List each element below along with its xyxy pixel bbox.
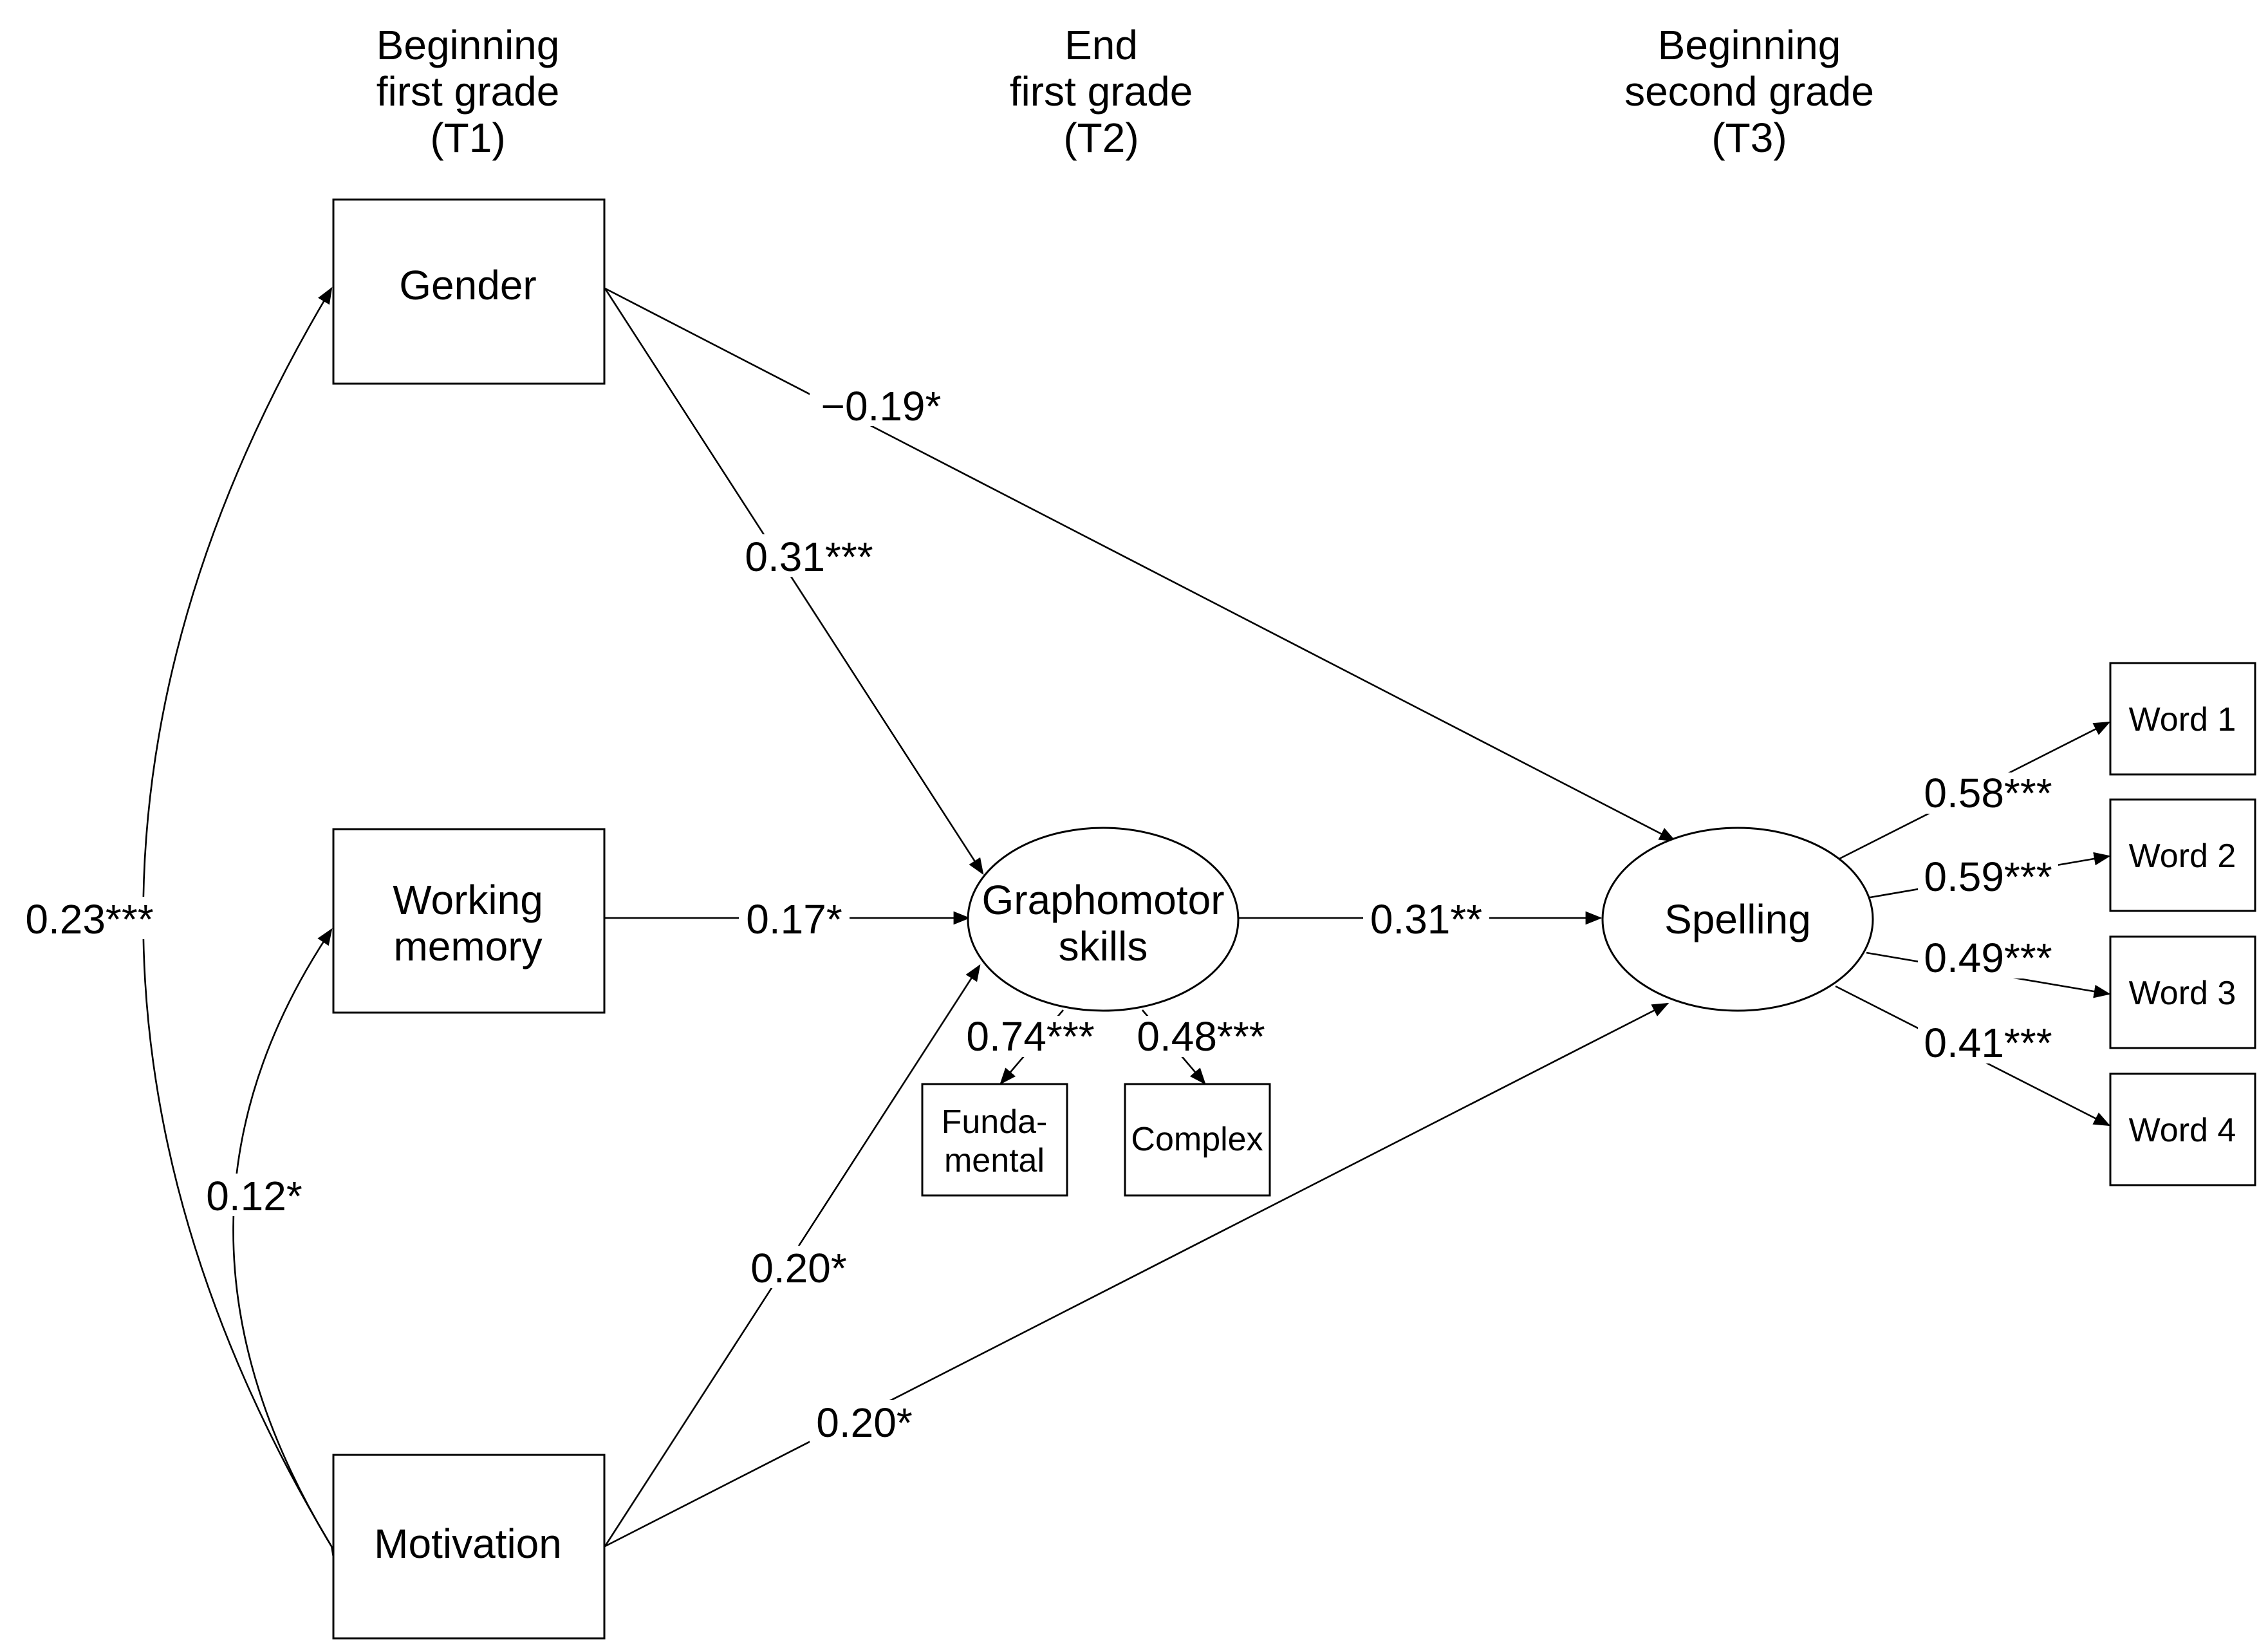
svg-text:0.20*: 0.20* (816, 1400, 912, 1446)
label-line: (T1) (430, 115, 505, 161)
label-line: mental (944, 1142, 1045, 1179)
label-line: Gender (399, 262, 536, 308)
coef-graphomotor-complex: 0.48*** (1131, 1013, 1271, 1060)
svg-text:0.12*: 0.12* (206, 1173, 302, 1219)
edge-gender-graphomotor (604, 288, 984, 876)
edge-gender-spelling (604, 287, 1677, 842)
label-line: (T3) (1711, 115, 1787, 161)
svg-text:0.31***: 0.31*** (745, 534, 873, 580)
coef-wm-graphomotor: 0.17* (739, 896, 850, 942)
svg-text:0.49***: 0.49*** (1924, 935, 2052, 981)
svg-text:0.17*: 0.17* (746, 896, 842, 942)
label-line: second grade (1624, 68, 1874, 115)
coef-wm-motivation: 0.12* (200, 1173, 309, 1219)
label-line: Word 3 (2129, 975, 2236, 1012)
label-line: Word 4 (2129, 1112, 2236, 1149)
label-line: skills (1059, 923, 1148, 969)
svg-text:Funda-mental: Funda-mental (942, 1103, 1048, 1179)
label-line: Word 1 (2129, 701, 2236, 738)
label-line: Motivation (374, 1521, 562, 1567)
coef-spelling-word4: 0.41*** (1918, 1020, 2058, 1066)
label-line: memory (393, 923, 542, 969)
svg-text:0.20*: 0.20* (750, 1245, 846, 1291)
label-line: Graphomotor (981, 877, 1224, 923)
svg-text:0.74***: 0.74*** (966, 1013, 1094, 1060)
edge-wm-motivation (232, 928, 346, 1563)
svg-text:Word 1: Word 1 (2129, 701, 2236, 738)
svg-text:Spelling: Spelling (1664, 896, 1811, 942)
node-gender: Gender (332, 198, 606, 385)
coef-spelling-word2: 0.59*** (1918, 854, 2058, 900)
svg-text:0.59***: 0.59*** (1924, 854, 2052, 900)
label-line: Complex (1131, 1121, 1263, 1158)
label-line: Beginning (1658, 22, 1841, 68)
coef-motivation-spelling: 0.20* (810, 1400, 919, 1446)
node-motivation: Motivation (332, 1454, 606, 1640)
node-fundamental: Funda-mental (921, 1083, 1068, 1197)
coef-motivation-graphomotor: 0.20* (744, 1245, 853, 1291)
label-line: End (1064, 22, 1138, 68)
label-line: (T2) (1063, 115, 1139, 161)
coef-gender-graphomotor: 0.31*** (739, 534, 879, 580)
svg-text:Motivation: Motivation (374, 1521, 562, 1567)
svg-text:−0.19*: −0.19* (821, 383, 942, 429)
coef-graphomotor-spelling: 0.31** (1363, 896, 1489, 942)
node-word-4: Word 4 (2109, 1072, 2256, 1186)
label-line: Funda- (942, 1103, 1048, 1141)
label-line: Working (393, 877, 543, 923)
svg-text:Gender: Gender (399, 262, 536, 308)
coef-spelling-word3: 0.49*** (1918, 935, 2058, 981)
coef-graphomotor-fundamental: 0.74*** (960, 1013, 1101, 1060)
edge-gender-motivation (142, 286, 345, 1563)
coef-gender-motivation: 0.23*** (21, 896, 158, 942)
svg-text:0.23***: 0.23*** (25, 896, 153, 942)
label-line: first grade (376, 68, 560, 115)
edge-motivation-spelling (604, 1002, 1669, 1548)
node-word-1: Word 1 (2109, 662, 2256, 776)
svg-text:0.31**: 0.31** (1370, 896, 1482, 942)
svg-text:0.48***: 0.48*** (1137, 1013, 1265, 1060)
svg-text:Complex: Complex (1131, 1121, 1263, 1158)
svg-text:Word 3: Word 3 (2129, 975, 2236, 1012)
label-line: Spelling (1664, 896, 1811, 942)
svg-text:Word 2: Word 2 (2129, 838, 2236, 875)
coef-gender-spelling: −0.19* (810, 383, 953, 429)
label-line: Beginning (376, 22, 560, 68)
node-spelling: Spelling (1601, 827, 1874, 1012)
label-line: Word 2 (2129, 838, 2236, 875)
svg-text:0.41***: 0.41*** (1924, 1020, 2052, 1066)
node-complex: Complex (1124, 1083, 1271, 1197)
svg-text:0.58***: 0.58*** (1924, 770, 2052, 816)
node-word-3: Word 3 (2109, 935, 2256, 1049)
node-word-2: Word 2 (2109, 798, 2256, 912)
coef-spelling-word1: 0.58*** (1918, 770, 2058, 816)
label-line: first grade (1010, 68, 1193, 115)
svg-text:Word 4: Word 4 (2129, 1112, 2236, 1149)
